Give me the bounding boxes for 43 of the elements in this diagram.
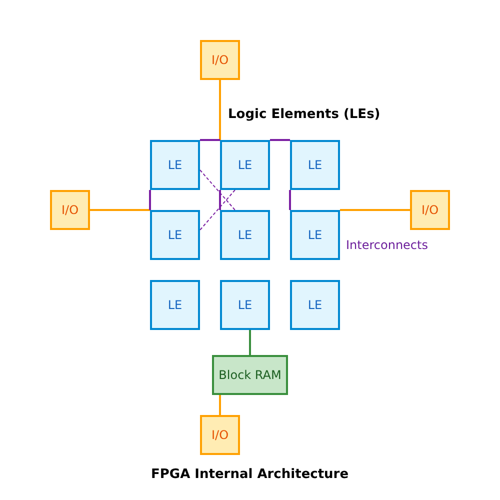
- connector-line: [200, 139, 220, 141]
- logic-element-box: [220, 280, 270, 330]
- logic-element-label: LE: [168, 298, 182, 312]
- logic-element-box: [290, 280, 340, 330]
- logic-element-label: LE: [308, 158, 322, 172]
- io-box: [200, 40, 240, 80]
- connector-line: [270, 139, 290, 141]
- logic-element-box: [220, 210, 270, 260]
- logic-element-label: LE: [168, 158, 182, 172]
- block-ram-box: [212, 355, 288, 395]
- logic-element-box: [150, 280, 200, 330]
- section-heading: Logic Elements (LEs): [228, 107, 380, 122]
- connector-line: [90, 209, 150, 211]
- connector-line: [219, 80, 221, 140]
- dashed-connector-line: [200, 170, 236, 210]
- block-ram-label: Block RAM: [218, 368, 282, 382]
- io-label: I/O: [61, 203, 79, 217]
- io-box: [200, 415, 240, 455]
- connector-line: [219, 190, 221, 210]
- logic-element-box: [150, 140, 200, 190]
- logic-element-box: [290, 210, 340, 260]
- connector-line: [249, 330, 251, 355]
- io-label: I/O: [211, 428, 229, 442]
- connector-line: [149, 190, 151, 210]
- io-label: I/O: [421, 203, 439, 217]
- logic-element-label: LE: [308, 228, 322, 242]
- diagram-title: FPGA Internal Architecture: [151, 467, 349, 482]
- connector-line: [289, 190, 291, 210]
- io-label: I/O: [211, 53, 229, 67]
- io-box: [50, 190, 90, 230]
- logic-element-box: [290, 140, 340, 190]
- connector-line: [219, 395, 221, 415]
- logic-element-label: LE: [238, 298, 252, 312]
- logic-element-label: LE: [238, 158, 252, 172]
- dashed-connector-line: [200, 190, 236, 230]
- connector-line: [340, 209, 410, 211]
- logic-element-label: LE: [238, 228, 252, 242]
- io-box: [410, 190, 450, 230]
- logic-element-box: [220, 140, 270, 190]
- logic-element-box: [150, 210, 200, 260]
- logic-element-label: LE: [168, 228, 182, 242]
- interconnect-label: Interconnects: [346, 238, 428, 252]
- logic-element-label: LE: [308, 298, 322, 312]
